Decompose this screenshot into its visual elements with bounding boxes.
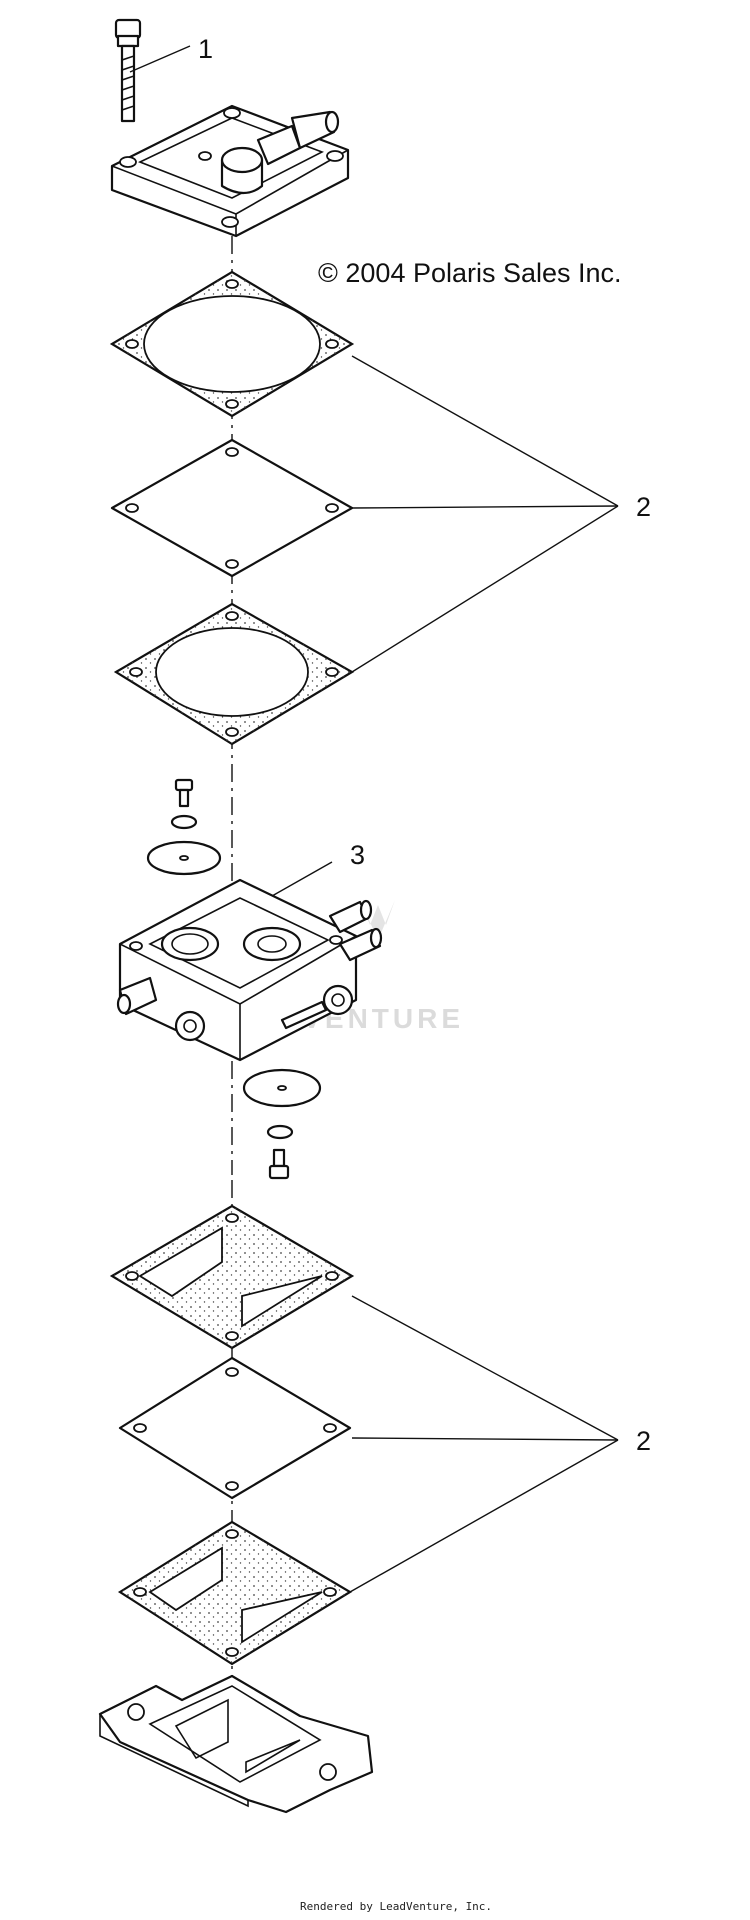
callout-2-upper: 2	[636, 492, 651, 522]
pump-cover-assembly	[110, 18, 350, 238]
diaphragm-upper	[110, 438, 354, 578]
leader-line-1	[129, 45, 191, 73]
callout-2-lower: 2	[636, 1426, 651, 1456]
upper-valve-screw	[170, 778, 198, 830]
leader-line-2f	[349, 1439, 619, 1593]
footer-credit: Rendered by LeadVenture, Inc.	[300, 1900, 492, 1913]
gasket-lower-1	[109, 1204, 355, 1350]
cover-fitting	[220, 110, 340, 195]
gasket-lower-2	[117, 1520, 353, 1666]
leader-line-2d	[351, 1295, 619, 1441]
callout-3: 3	[350, 840, 365, 870]
screw-part-1	[114, 18, 142, 123]
gasket-upper-1	[109, 270, 355, 418]
lower-valve-screw	[268, 1148, 290, 1180]
gasket-upper-2	[113, 602, 355, 746]
leader-line-2e	[351, 1437, 619, 1441]
leader-line-2b	[351, 505, 619, 509]
pump-body-assembly	[116, 778, 383, 1180]
copyright-notice: © 2004 Polaris Sales Inc.	[318, 258, 622, 288]
leader-line-2a	[351, 355, 619, 507]
callout-1: 1	[198, 34, 213, 64]
leader-line-3	[271, 861, 333, 897]
leader-line-2c	[351, 505, 619, 673]
base-plate	[98, 1674, 374, 1814]
diaphragm-lower	[118, 1356, 352, 1500]
